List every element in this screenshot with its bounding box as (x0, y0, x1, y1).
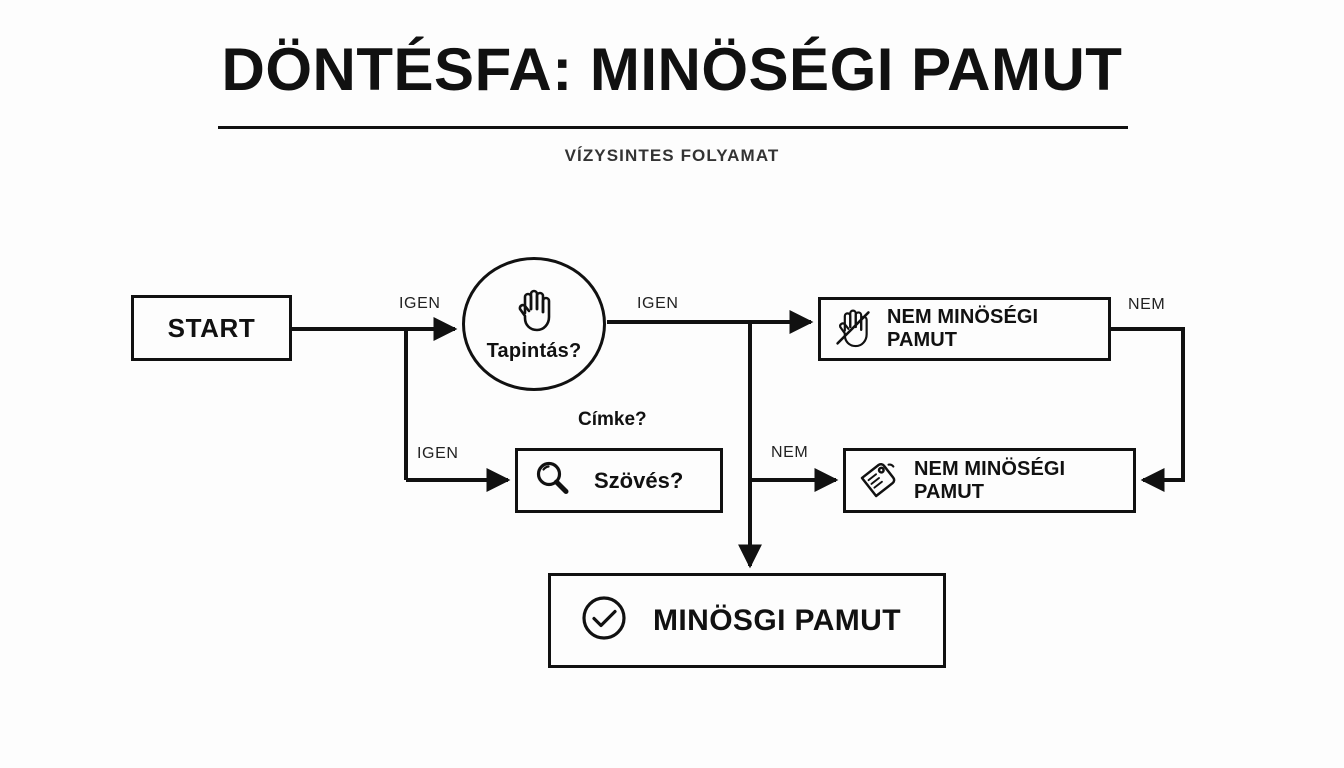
node-bad-bottom-label: NEM MINÖSÉGI PAMUT (914, 457, 1066, 503)
no-hand-icon (833, 305, 873, 354)
node-weave-caption: Címke? (578, 409, 647, 430)
edge-label-start-to-touch: IGEN (399, 295, 441, 312)
node-touch-label: Tapintás? (486, 340, 582, 362)
edge-label-bad-top-to-bad-bottom: NEM (1128, 296, 1166, 313)
page-title: DÖNTÉSFA: MINÖSÉGI PAMUT (221, 36, 1123, 103)
node-weave-label: Szövés? (594, 467, 684, 493)
node-bad-bottom[interactable]: NEM MINÖSÉGI PAMUT (843, 448, 1136, 513)
node-bad-top[interactable]: NEM MINÖSÉGI PAMUT (818, 297, 1111, 361)
edge-label-touch-to-bad-top: IGEN (637, 295, 679, 312)
tag-icon (858, 457, 900, 504)
magnifier-icon (532, 458, 572, 503)
node-bad-top-label: NEM MINÖSÉGI PAMUT (887, 306, 1039, 351)
title-divider (218, 126, 1128, 129)
node-start[interactable]: START (131, 295, 292, 361)
page-subtitle: VÍZYSINTES FOLYAMAT (564, 146, 780, 165)
node-good[interactable]: MINÖSGI PAMUT (548, 573, 946, 668)
node-start-label: START (167, 312, 256, 343)
check-circle-icon (579, 593, 629, 648)
node-touch[interactable]: Tapintás? (462, 257, 606, 391)
node-weave[interactable]: Szövés? (515, 448, 723, 513)
hand-icon (512, 285, 556, 338)
edge-label-trunk-to-bad-bottom: NEM (771, 444, 809, 461)
edge-label-start-to-weave: IGEN (417, 445, 459, 462)
node-good-label: MINÖSGI PAMUT (653, 603, 901, 637)
